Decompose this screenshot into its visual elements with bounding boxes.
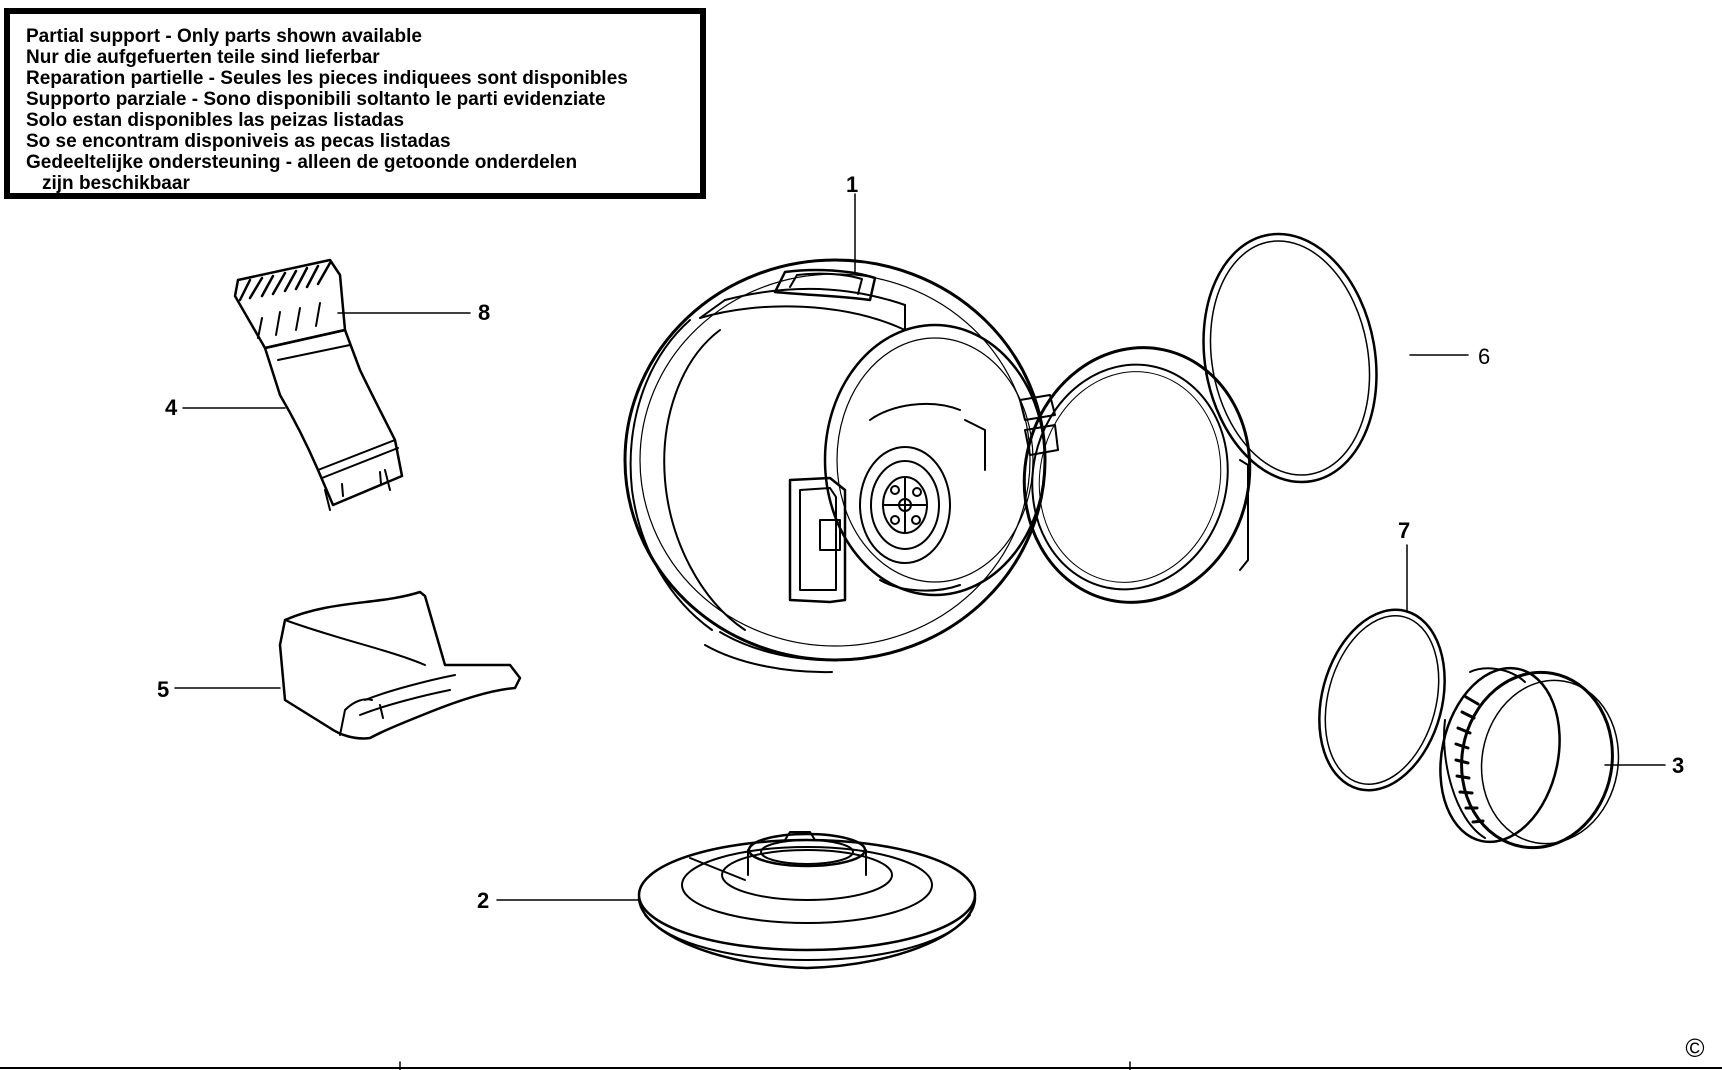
leader-lines [174,193,1666,901]
notice-line-fr: Reparation partielle - Seules les pieces… [26,68,628,89]
callout-6: 6 [1478,344,1490,369]
callout-5: 5 [157,677,169,702]
copyright-mark: © [1685,1033,1705,1063]
callout-3: 3 [1672,753,1684,778]
partial-support-notice: Partial support - Only parts shown avail… [4,8,706,199]
part-1-sphere-body [623,258,1059,674]
part-6-large-o-ring [1202,232,1378,484]
callout-8: 8 [478,300,490,325]
part-2-base-disc [637,831,977,970]
callout-1: 1 [846,172,858,197]
callout-7: 7 [1398,518,1410,543]
callout-2: 2 [477,888,489,913]
notice-line-it: Supporto parziale - Sono disponibili sol… [26,89,606,110]
notice-line-de: Nur die aufgefuerten teile sind lieferba… [26,47,380,68]
part-5-wide-nozzle [278,590,522,740]
notice-line-nl: Gedeeltelijke ondersteuning - alleen de … [26,152,578,173]
notice-line-es: Solo estan disponibles las peizas listad… [26,110,405,131]
part-3-filter-cap [1439,666,1620,850]
part-7-small-o-ring [1318,608,1446,792]
notice-line-nl-cont: zijn beschikbaar [42,173,190,194]
notice-line-en: Partial support - Only parts shown avail… [26,26,422,47]
notice-line-pt: So se encontram disponiveis as pecas lis… [26,131,451,152]
callout-4: 4 [165,395,178,420]
part-1-open-lid [1022,346,1252,604]
part-4-crevice-tool [263,328,404,511]
